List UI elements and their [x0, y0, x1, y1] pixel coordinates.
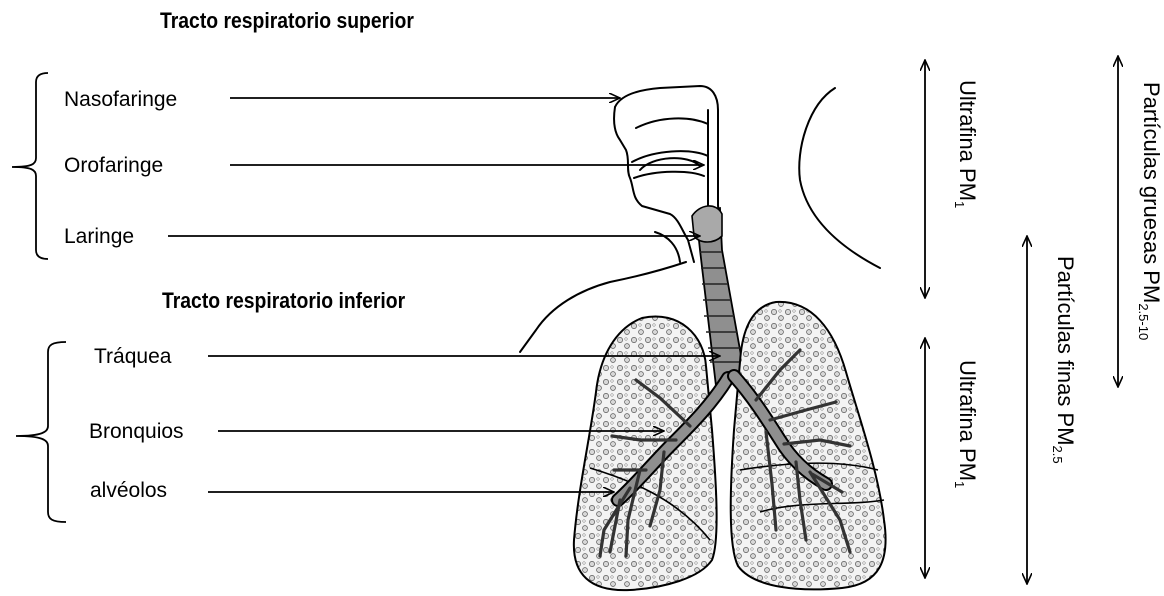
right-lung	[731, 302, 886, 589]
range-label-coarse: Partículas gruesas PM2.5-10	[1137, 82, 1162, 340]
upper-tract-heading: Tracto respiratorio superior	[160, 10, 414, 32]
label-laringe: Laringe	[64, 226, 134, 247]
label-bronquios: Bronquios	[89, 421, 184, 442]
lower-tract-bracket	[16, 342, 66, 522]
range-subscript: 1	[952, 201, 967, 208]
nasal-cavity	[636, 118, 708, 128]
range-text: Ultrafina PM	[955, 80, 980, 201]
lower-tract-heading: Tracto respiratorio inferior	[162, 290, 405, 312]
neck-back	[799, 88, 880, 268]
range-label-fine: Partículas finas PM2.5	[1051, 256, 1076, 464]
label-alveolos: alvéolos	[90, 480, 167, 501]
label-nasofaringe: Nasofaringe	[64, 89, 177, 110]
range-text: Ultrafina PM	[955, 360, 980, 481]
brackets	[12, 73, 66, 522]
label-orofaringe: Orofaringe	[64, 155, 163, 176]
left-lung	[574, 317, 717, 591]
label-traquea: Tráquea	[94, 346, 171, 367]
tongue	[640, 158, 700, 170]
range-label-ultrafine-lower: Ultrafina PM1	[953, 360, 978, 488]
range-text: Partículas gruesas PM	[1139, 82, 1164, 303]
upper-tract-bracket	[12, 73, 48, 259]
range-subscript: 2.5-10	[1136, 303, 1151, 340]
range-subscript: 2.5	[1050, 446, 1065, 464]
range-subscript: 1	[952, 481, 967, 488]
range-label-ultrafine-upper: Ultrafina PM1	[953, 80, 978, 208]
range-text: Partículas finas PM	[1053, 256, 1078, 446]
face-outline	[614, 107, 694, 262]
